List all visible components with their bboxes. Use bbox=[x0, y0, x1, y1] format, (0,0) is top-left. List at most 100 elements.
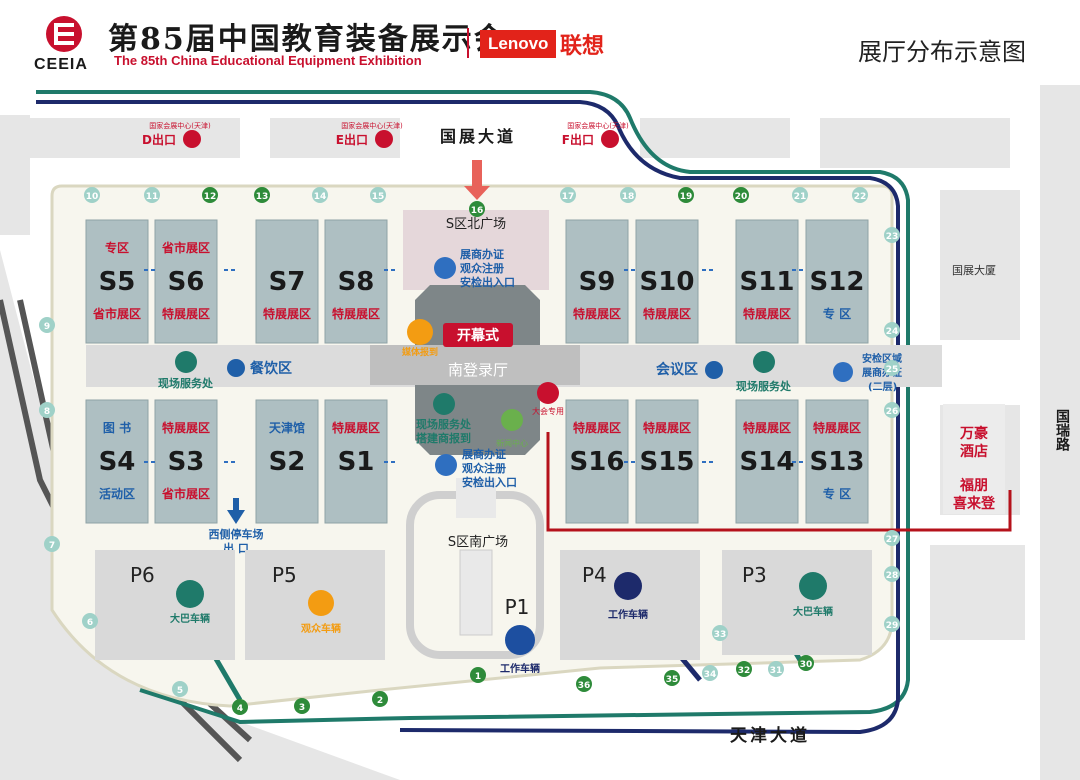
parking-p4-label: P4 bbox=[582, 563, 607, 587]
hall-name: S11 bbox=[740, 267, 795, 297]
gate-20: 20 bbox=[733, 187, 749, 203]
page-title: 展厅分布示意图 bbox=[858, 38, 1026, 66]
service-icon bbox=[175, 351, 197, 373]
hall-name: S9 bbox=[579, 267, 616, 297]
hall-name: S8 bbox=[338, 267, 375, 297]
svg-text:28: 28 bbox=[886, 571, 899, 581]
parking-p4 bbox=[560, 550, 700, 660]
svg-text:4: 4 bbox=[237, 704, 243, 714]
parking-p3 bbox=[722, 550, 872, 655]
svg-text:国家会展中心(天津): 国家会展中心(天津) bbox=[149, 121, 211, 130]
svg-text:10: 10 bbox=[86, 192, 99, 202]
gate-8: 8 bbox=[39, 402, 55, 418]
ceeia-logo-icon bbox=[46, 16, 82, 52]
svg-text:西侧停车场: 西侧停车场 bbox=[209, 527, 264, 541]
west-exit: 西侧停车场 出 口 bbox=[209, 498, 264, 555]
hall-bottom-label: 专 区 bbox=[823, 306, 851, 321]
svg-text:24: 24 bbox=[886, 327, 899, 337]
gate-17: 17 bbox=[560, 187, 576, 203]
parking-p3-label: P3 bbox=[742, 563, 767, 587]
logo-text: CEEIA bbox=[34, 56, 88, 73]
opening-ceremony-badge bbox=[443, 323, 513, 347]
svg-text:安检出入口: 安检出入口 bbox=[460, 275, 515, 289]
hotel-wanjing: 万豪 bbox=[959, 425, 988, 442]
svg-text:31: 31 bbox=[770, 666, 783, 676]
gate-5: 5 bbox=[172, 681, 188, 697]
gate-25: 25 bbox=[884, 360, 900, 376]
gate-4: 4 bbox=[232, 699, 248, 715]
service-desk-right: 现场服务处 bbox=[736, 351, 792, 393]
svg-text:会议区: 会议区 bbox=[656, 361, 698, 378]
svg-text:餐饮区: 餐饮区 bbox=[249, 360, 292, 377]
hall-s11[interactable]: S11 特展展区 bbox=[735, 219, 799, 344]
gate-2: 2 bbox=[372, 691, 388, 707]
lenovo-logo: Lenovo bbox=[480, 30, 557, 58]
gate-9: 9 bbox=[39, 317, 55, 333]
hall-name: S5 bbox=[99, 267, 136, 297]
gate-29: 29 bbox=[884, 616, 900, 632]
hall-name: S2 bbox=[269, 447, 306, 477]
road-south-label: 天津大道 bbox=[730, 725, 810, 746]
vip-car-icon bbox=[537, 382, 559, 404]
hall-name: S14 bbox=[740, 447, 795, 477]
hall-name: S10 bbox=[640, 267, 695, 297]
header: CEEIA 第85届中国教育装备展示会 The 85th China Educa… bbox=[0, 0, 1080, 82]
hall-s12[interactable]: S12 专 区 bbox=[805, 219, 869, 344]
registration-hall-label: 南登录厅 bbox=[448, 361, 508, 379]
hall-name: S12 bbox=[810, 267, 865, 297]
gate-19: 19 bbox=[678, 187, 694, 203]
hall-top-label: 特展展区 bbox=[332, 420, 380, 435]
svg-text:现场服务处: 现场服务处 bbox=[736, 379, 792, 393]
gate-26: 26 bbox=[884, 402, 900, 418]
svg-text:2: 2 bbox=[377, 696, 383, 706]
parking-lots: P6 P5 P4 P3 P1 大巴车辆 观众车辆 工作车辆 大巴车辆 工作车辆 bbox=[95, 550, 872, 675]
svg-text:新闻中心: 新闻中心 bbox=[496, 438, 528, 448]
gate-28: 28 bbox=[884, 566, 900, 582]
svg-text:E出口: E出口 bbox=[336, 132, 368, 147]
svg-text:16: 16 bbox=[471, 206, 484, 216]
hall-name: S13 bbox=[810, 447, 865, 477]
svg-text:3: 3 bbox=[299, 703, 305, 713]
divider bbox=[467, 28, 469, 58]
hall-bottom-label: 特展展区 bbox=[162, 306, 210, 321]
hall-bottom-label: 特展展区 bbox=[643, 306, 691, 321]
registration-icon bbox=[435, 454, 457, 476]
security-icon bbox=[833, 362, 853, 382]
gate-14: 14 bbox=[312, 187, 328, 203]
svg-text:5: 5 bbox=[177, 686, 183, 696]
svg-text:18: 18 bbox=[622, 192, 635, 202]
svg-text:29: 29 bbox=[886, 621, 899, 631]
hall-s10[interactable]: S10 特展展区 bbox=[635, 219, 699, 344]
road-north-label: 国展大道 bbox=[440, 127, 516, 146]
svg-text:现场服务处: 现场服务处 bbox=[158, 376, 214, 390]
bus-icon bbox=[799, 572, 827, 600]
vip-entrance: 大会专用 bbox=[532, 382, 564, 416]
car-icon bbox=[308, 590, 334, 616]
svg-text:8: 8 bbox=[44, 407, 50, 417]
metro-icon bbox=[601, 130, 619, 148]
svg-text:36: 36 bbox=[578, 681, 591, 691]
svg-text:20: 20 bbox=[735, 192, 748, 202]
hall-bottom-label: 特展展区 bbox=[743, 306, 791, 321]
svg-text:观众车辆: 观众车辆 bbox=[301, 622, 341, 635]
gate-18: 18 bbox=[620, 187, 636, 203]
gate-12: 12 bbox=[202, 187, 218, 203]
hall-bottom-label: 省市展区 bbox=[92, 306, 141, 321]
car-icon bbox=[505, 625, 535, 655]
news-icon bbox=[501, 409, 523, 431]
arrow-down-icon bbox=[227, 510, 245, 524]
